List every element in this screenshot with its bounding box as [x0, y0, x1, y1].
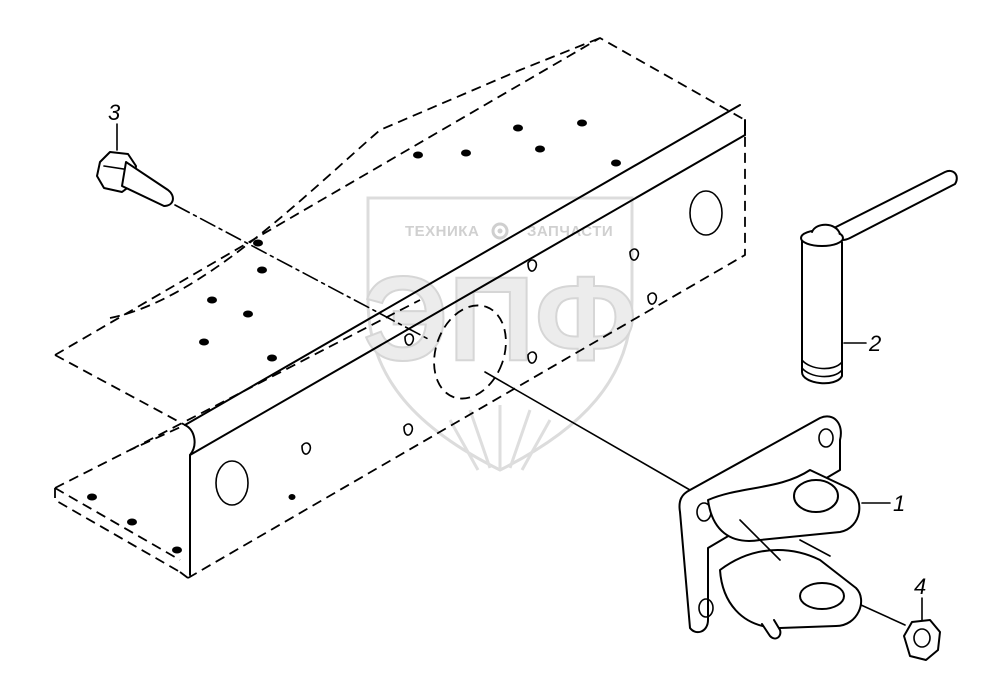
frame-crossmember-edges: [184, 104, 746, 576]
watermark-text-left: ТЕХНИКА: [405, 223, 479, 240]
web-holes: [87, 190, 723, 554]
callout-1: 1: [893, 491, 905, 516]
nut-part-4: [903, 619, 941, 661]
tow-hook-part-1: [678, 415, 863, 640]
callout-2: 2: [868, 331, 881, 356]
watermark-wheat: [448, 405, 552, 471]
watermark-text-right: ЗАПЧАСТИ: [527, 223, 613, 240]
top-flange-holes: [199, 119, 621, 362]
gear-icon: [491, 222, 509, 240]
bolt-part-3: [96, 151, 174, 207]
frame-crossmember-outline: [54, 37, 746, 579]
callout-4: 4: [914, 574, 926, 599]
pin-part-2: [800, 170, 958, 385]
callout-3: 3: [108, 100, 121, 125]
hook-mount-outline: [433, 304, 507, 400]
callouts: 3 2 1 4: [108, 100, 926, 621]
